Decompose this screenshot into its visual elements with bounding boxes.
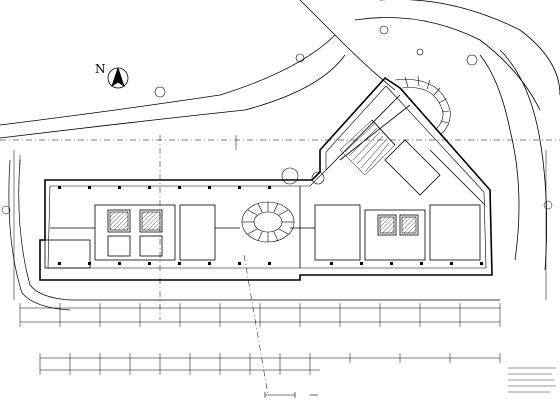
walkway-curves bbox=[8, 159, 500, 311]
auditorium-seating-icon bbox=[339, 119, 396, 176]
dimension-lines bbox=[19, 303, 501, 375]
building-outline bbox=[39, 76, 493, 281]
scale-bar bbox=[264, 392, 318, 398]
grid-axis-bubble-icon bbox=[1, 135, 553, 300]
corner-stair bbox=[394, 75, 451, 136]
round-feature bbox=[281, 167, 325, 185]
hatched-cores bbox=[109, 211, 417, 234]
north-arrow-icon bbox=[107, 66, 129, 89]
stair-icon bbox=[241, 201, 295, 243]
column-grid bbox=[58, 186, 483, 265]
site-contours bbox=[0, 0, 560, 271]
interior-walls bbox=[44, 94, 486, 269]
notes-block bbox=[508, 367, 556, 393]
north-label: N bbox=[95, 62, 106, 76]
tree-symbol-icon bbox=[154, 25, 478, 98]
